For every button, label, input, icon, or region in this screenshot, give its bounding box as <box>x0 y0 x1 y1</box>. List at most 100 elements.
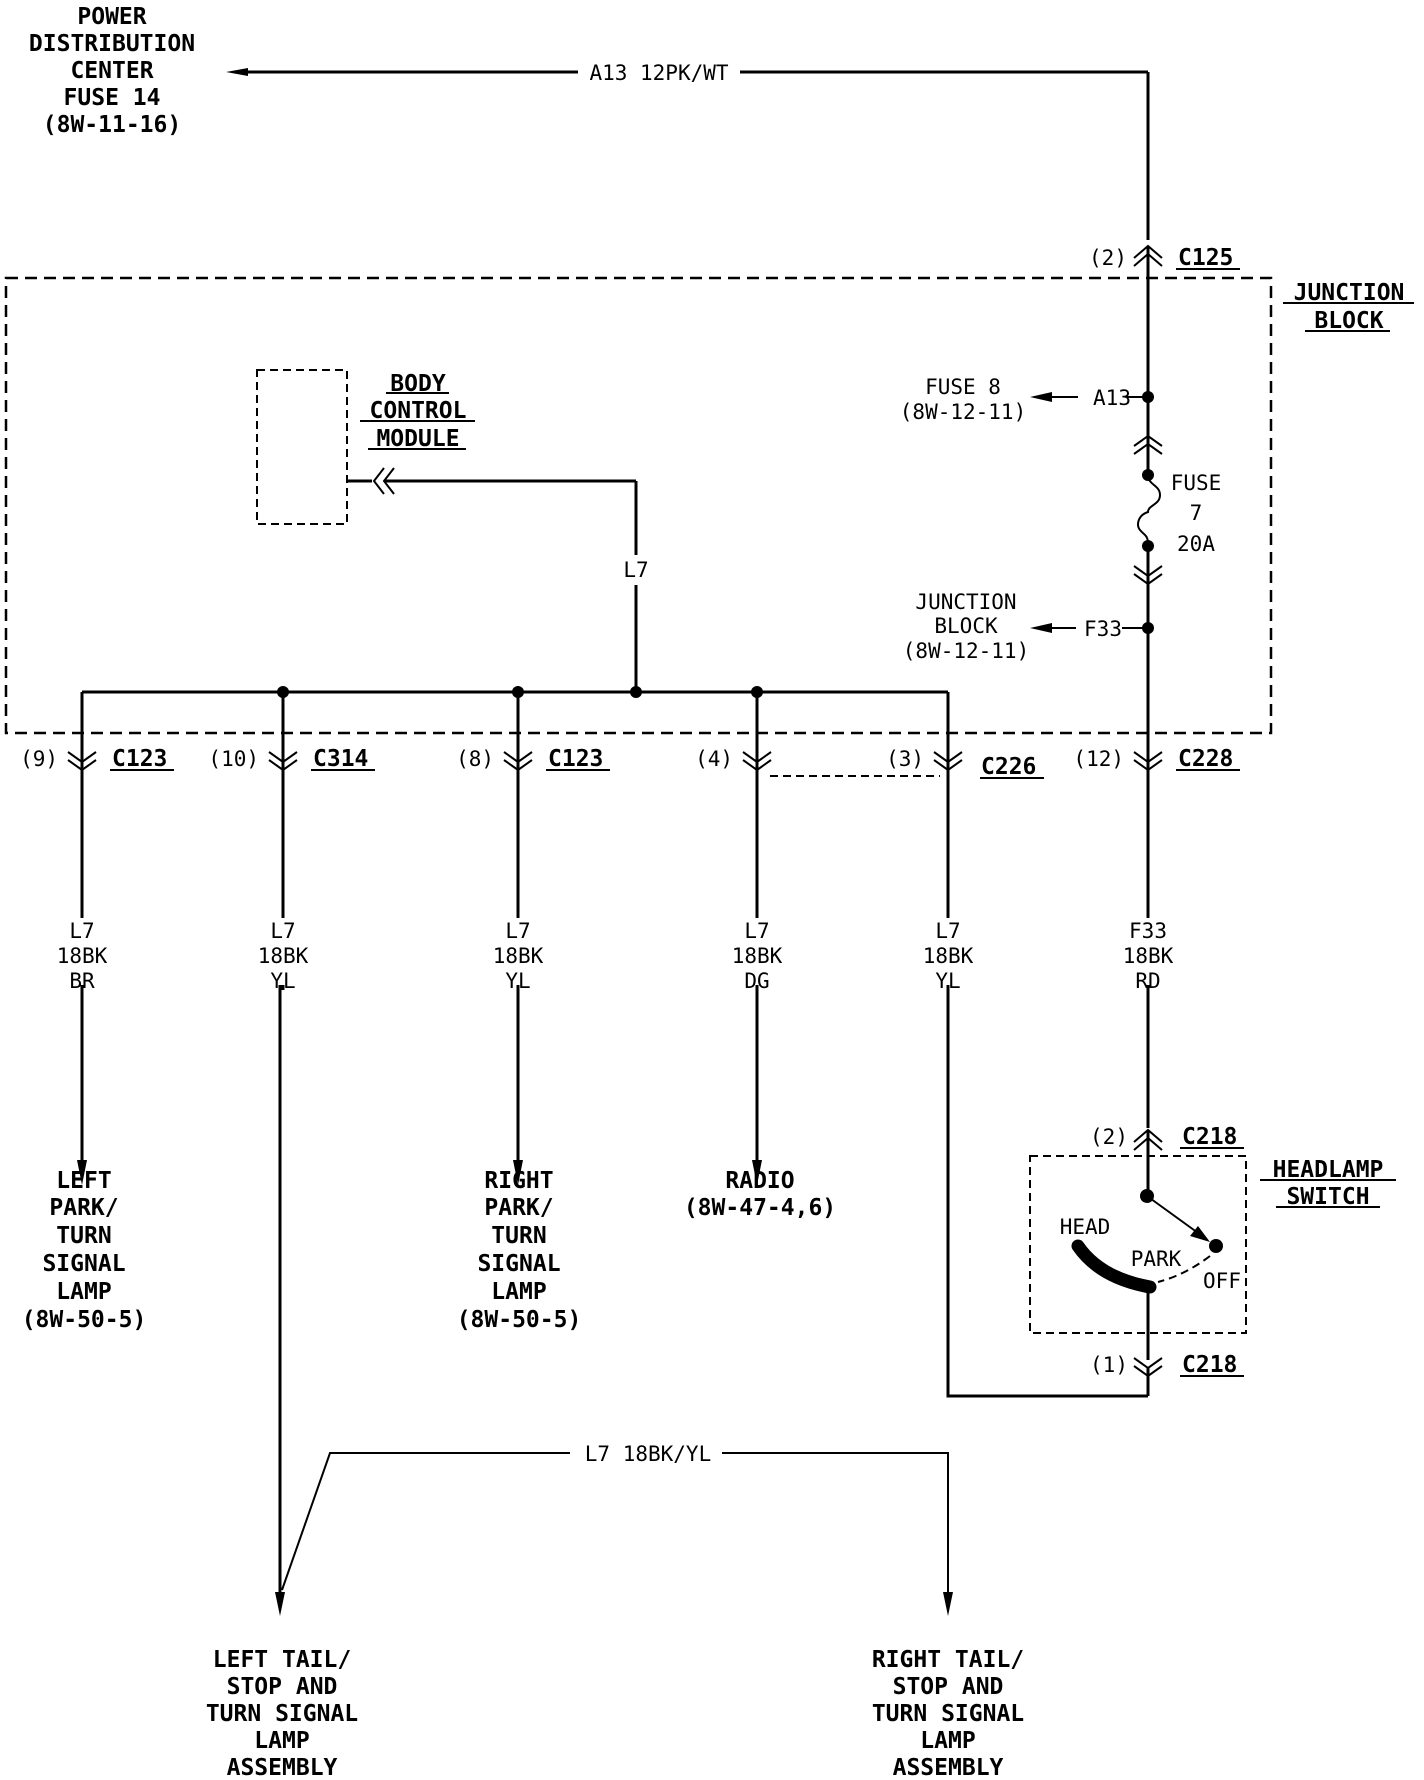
switch-pos-park: PARK <box>1131 1247 1182 1271</box>
c218-bottom-label: C218 <box>1182 1352 1237 1378</box>
left-tail-line-3: TURN SIGNAL <box>206 1701 358 1727</box>
fuse8-label-2: (8W-12-11) <box>900 400 1026 424</box>
left-tail-lamp: LEFT TAIL/ STOP AND TURN SIGNAL LAMP ASS… <box>206 1647 358 1780</box>
f33-tap: F33 JUNCTION BLOCK (8W-12-11) <box>903 590 1154 760</box>
bcm-wire-label: L7 <box>623 558 648 582</box>
output-branches: (9)C123L718BKBR(10)C314L718BKYL(8)C123L7… <box>20 692 1240 1185</box>
wire-circuit: L7 <box>744 919 769 943</box>
fuse7: FUSE 7 20A <box>1133 397 1221 630</box>
right-park-line-3: TURN <box>491 1223 546 1249</box>
left-park-line-1: LEFT <box>56 1168 111 1194</box>
pdc-line-5: (8W-11-16) <box>43 112 181 138</box>
right-tail-lamp: RIGHT TAIL/ STOP AND TURN SIGNAL LAMP AS… <box>872 1647 1024 1780</box>
body-control-module: BODY CONTROL MODULE L7 <box>256 369 649 692</box>
wire-gauge: 18BK <box>57 944 108 968</box>
fuse7-label-3: 20A <box>1177 532 1215 556</box>
tail-lamp-wiring: L7 18BK/YL <box>275 985 953 1616</box>
left-tail-line-2: STOP AND <box>227 1674 338 1700</box>
fuse-element-icon <box>1137 474 1162 545</box>
switch-pos-head: HEAD <box>1060 1215 1111 1239</box>
arrow-down-icon <box>943 1592 953 1616</box>
switch-pos-off: OFF <box>1203 1269 1241 1293</box>
connector-pin: (4) <box>695 747 733 771</box>
wire-circuit: F33 <box>1129 919 1167 943</box>
headlamp-title-1: HEADLAMP <box>1273 1157 1384 1183</box>
pdc-line-3: CENTER <box>70 58 153 84</box>
arrow-left-icon <box>1030 392 1052 402</box>
right-park-line-1: RIGHT <box>484 1168 553 1194</box>
wire-gauge: 18BK <box>258 944 309 968</box>
left-park-line-4: SIGNAL <box>42 1251 125 1277</box>
fuse8-circuit: A13 <box>1093 386 1131 410</box>
connector-name: C123 <box>548 746 603 772</box>
right-tail-line-1: RIGHT TAIL/ <box>872 1647 1024 1673</box>
right-tail-line-3: TURN SIGNAL <box>872 1701 1024 1727</box>
wire-circuit: L7 <box>935 919 960 943</box>
switch-arrow-icon <box>1190 1226 1210 1242</box>
left-park-line-6: (8W-50-5) <box>22 1307 147 1333</box>
connector-pin: (10) <box>208 747 259 771</box>
wire-circuit: L7 <box>69 919 94 943</box>
jb-out-label-1: JUNCTION <box>915 590 1016 614</box>
pdc-line-2: DISTRIBUTION <box>29 31 195 57</box>
pdc-label: POWER DISTRIBUTION CENTER FUSE 14 (8W-11… <box>29 4 195 138</box>
wire-gauge: 18BK <box>493 944 544 968</box>
c226-label: C226 <box>981 754 1036 780</box>
left-park-line-5: LAMP <box>56 1279 111 1305</box>
f33-to-headlamp: (2) C218 <box>1090 985 1244 1196</box>
switch-off-path <box>1157 1255 1211 1283</box>
left-park-lamp: LEFT PARK/ TURN SIGNAL LAMP (8W-50-5) <box>22 1168 147 1333</box>
junction-block-title: JUNCTION BLOCK <box>1283 280 1414 334</box>
connector-pin: (9) <box>20 747 58 771</box>
connector-name: C123 <box>112 746 167 772</box>
connector-c125: (2) C125 <box>1089 244 1240 400</box>
left-tail-line-5: ASSEMBLY <box>227 1755 338 1780</box>
right-park-line-6: (8W-50-5) <box>457 1307 582 1333</box>
connector-name: C228 <box>1178 746 1233 772</box>
a13-wire-label: A13 12PK/WT <box>589 61 728 85</box>
right-park-line-2: PARK/ <box>484 1195 553 1221</box>
left-tail-line-1: LEFT TAIL/ <box>213 1647 351 1673</box>
switch-head-park-arc <box>1071 1239 1157 1294</box>
pdc-line-4: FUSE 14 <box>64 85 161 111</box>
right-tail-line-2: STOP AND <box>893 1674 1004 1700</box>
right-park-line-4: SIGNAL <box>477 1251 560 1277</box>
arrow-down-icon <box>513 1160 523 1185</box>
arrow-left-icon <box>1030 623 1052 633</box>
fuse8-tap: A13 FUSE 8 (8W-12-11) <box>900 375 1154 424</box>
tail-wire-label: L7 18BK/YL <box>585 1442 711 1466</box>
headlamp-switch: HEADLAMP SWITCH HEAD PARK OFF (1) C218 <box>946 985 1396 1398</box>
connector-name: C314 <box>313 746 368 772</box>
headlamp-title-2: SWITCH <box>1286 1184 1369 1210</box>
connector-pin: (8) <box>456 747 494 771</box>
wire-gauge: 18BK <box>923 944 974 968</box>
radio: RADIO (8W-47-4,6) <box>684 1168 836 1221</box>
right-park-line-5: LAMP <box>491 1279 546 1305</box>
fuse8-label-1: FUSE 8 <box>925 375 1001 399</box>
jb-out-label-3: (8W-12-11) <box>903 639 1029 663</box>
junction-block-title-2: BLOCK <box>1314 308 1383 334</box>
bcm-title-3: MODULE <box>376 426 459 452</box>
arrow-down-icon <box>275 1592 285 1616</box>
pdc-line-1: POWER <box>77 4 146 30</box>
connector-pin: (3) <box>886 747 924 771</box>
left-park-line-2: PARK/ <box>49 1195 118 1221</box>
wire-circuit: L7 <box>270 919 295 943</box>
right-park-lamp: RIGHT PARK/ TURN SIGNAL LAMP (8W-50-5) <box>457 1168 582 1333</box>
c125-label: C125 <box>1178 245 1233 271</box>
c218-top-pin: (2) <box>1090 1125 1128 1149</box>
c218-top-label: C218 <box>1182 1124 1237 1150</box>
wire-gauge: 18BK <box>732 944 783 968</box>
connector-pin: (12) <box>1073 747 1124 771</box>
bcm-title-2: CONTROL <box>370 398 467 424</box>
arrow-down-icon <box>77 1160 87 1185</box>
c218-bottom-pin: (1) <box>1090 1353 1128 1377</box>
right-tail-line-5: ASSEMBLY <box>893 1755 1004 1780</box>
arrow-left-icon <box>226 68 248 76</box>
